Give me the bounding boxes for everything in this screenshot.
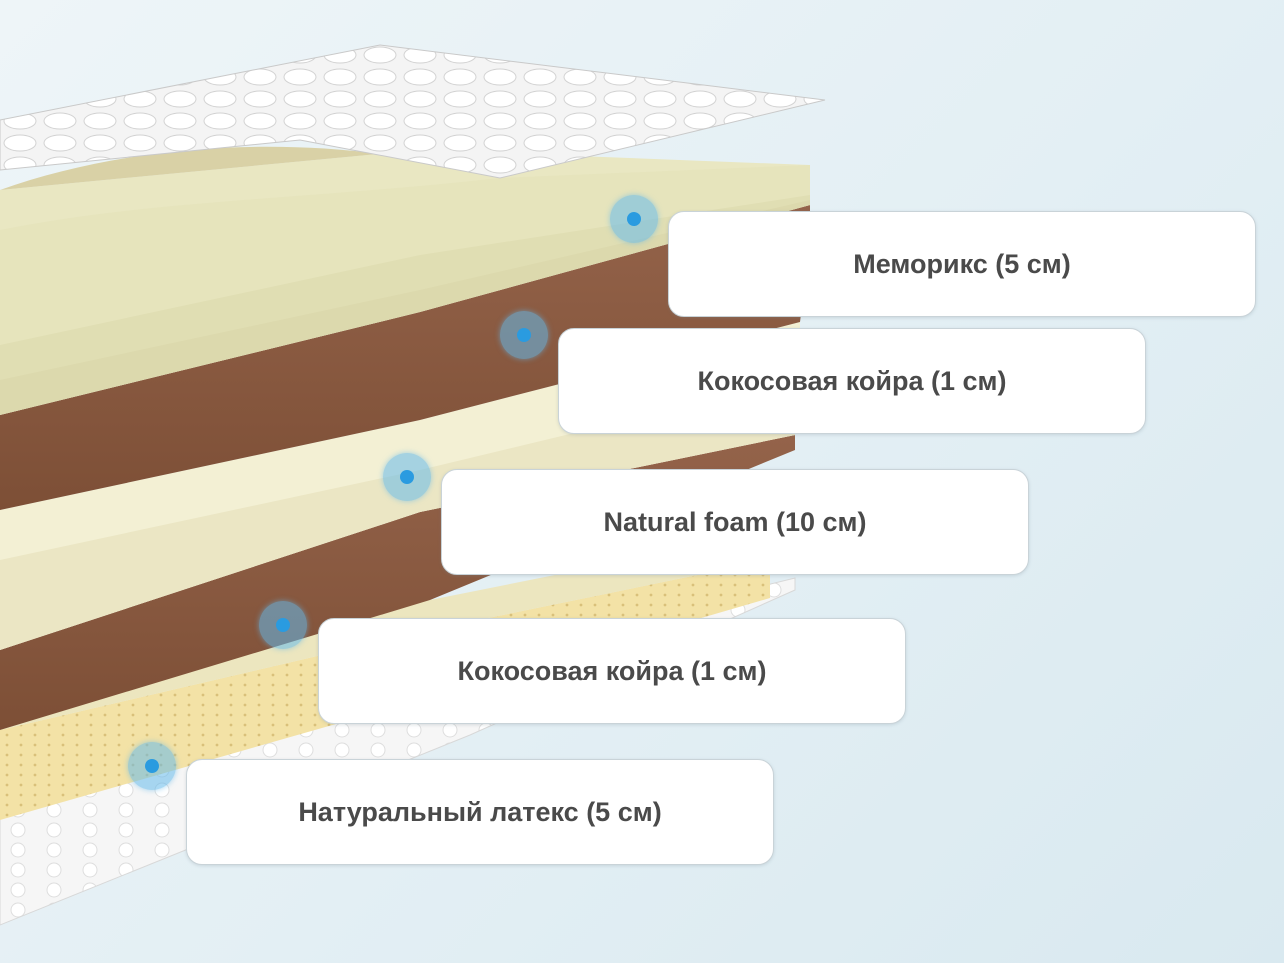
layer-3-label-text: Natural foam (10 см) xyxy=(603,506,867,537)
layer-5-label-text: Натуральный латекс (5 см) xyxy=(298,796,662,827)
layer-1-label-text: Меморикс (5 см) xyxy=(853,248,1071,279)
memory-foam-layer-side xyxy=(0,195,810,415)
layer-3-marker-dot[interactable] xyxy=(383,453,431,501)
layer-2-marker-dot[interactable] xyxy=(500,311,548,359)
upper-coir-layer xyxy=(0,205,810,510)
top-cover-layer xyxy=(0,44,826,179)
layer-4-marker-dot[interactable] xyxy=(259,601,307,649)
natural-foam-layer-shade xyxy=(0,380,795,650)
layer-1-marker-dot[interactable] xyxy=(610,195,658,243)
layer-1-label: Меморикс (5 см) xyxy=(668,211,1256,317)
layer-4-label: Кокосовая койра (1 см) xyxy=(318,618,906,724)
layer-5-label: Натуральный латекс (5 см) xyxy=(186,759,774,865)
layer-4-label-text: Кокосовая койра (1 см) xyxy=(457,655,767,686)
memory-foam-peel xyxy=(0,146,500,190)
layer-2-label: Кокосовая койра (1 см) xyxy=(558,328,1146,434)
layer-3-label: Natural foam (10 см) xyxy=(441,469,1029,575)
layer-5-marker-dot[interactable] xyxy=(128,742,176,790)
layer-2-label-text: Кокосовая койра (1 см) xyxy=(697,365,1007,396)
